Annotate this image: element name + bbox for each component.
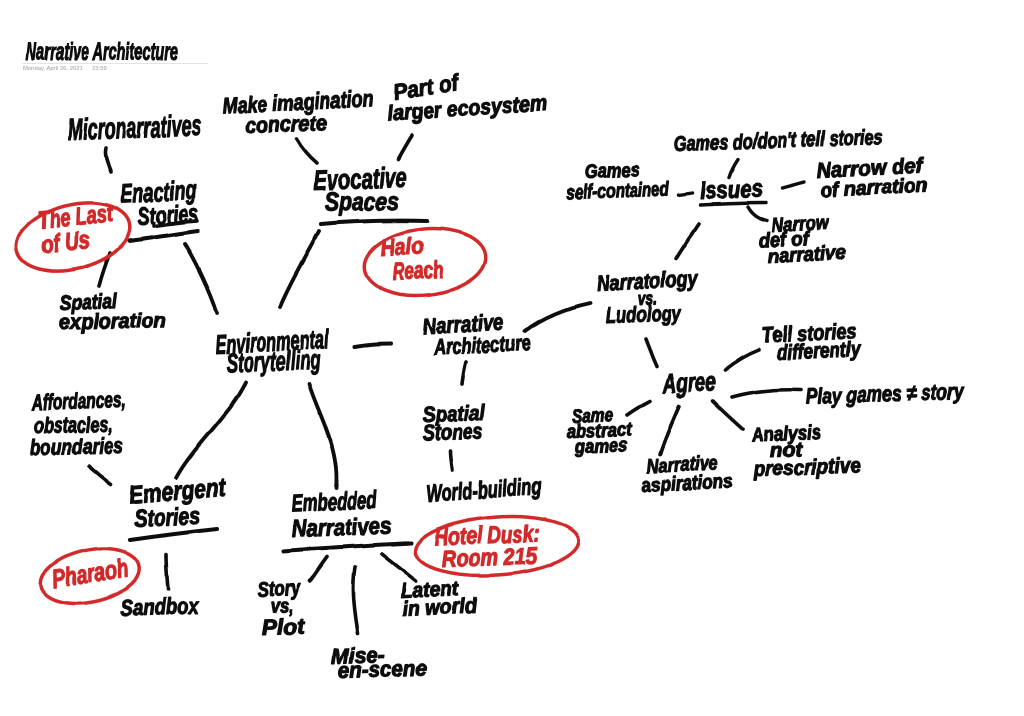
svg-text:Reach: Reach [392, 256, 444, 286]
svg-text:boundaries: boundaries [30, 433, 123, 460]
svg-text:Ludology: Ludology [605, 300, 682, 328]
svg-text:Narrative: Narrative [646, 452, 718, 478]
svg-text:Evocative: Evocative [313, 162, 407, 196]
svg-text:Spaces: Spaces [325, 186, 399, 216]
svg-text:vs.: vs. [637, 288, 657, 309]
svg-text:Story: Story [257, 577, 302, 602]
svg-text:Narrow def: Narrow def [816, 152, 926, 183]
svg-text:games: games [574, 435, 629, 458]
svg-text:Stones: Stones [423, 419, 483, 445]
svg-text:Hotel Dusk:: Hotel Dusk: [434, 520, 540, 551]
svg-text:Narratology: Narratology [596, 266, 700, 296]
svg-text:Spatial: Spatial [422, 400, 486, 427]
svg-text:self-contained: self-contained [566, 178, 669, 204]
svg-text:Monday, April 26, 2021: Monday, April 26, 2021 [23, 66, 83, 72]
svg-text:Sandbox: Sandbox [120, 592, 200, 621]
svg-text:Halo: Halo [380, 233, 424, 262]
svg-text:prescriptive: prescriptive [752, 454, 861, 481]
svg-text:Same: Same [572, 405, 613, 428]
svg-text:vs,: vs, [270, 595, 294, 618]
svg-text:Micronarratives: Micronarratives [67, 109, 202, 147]
svg-text:Storytelling: Storytelling [226, 345, 321, 378]
svg-text:Narrow: Narrow [771, 212, 830, 237]
svg-text:differently: differently [776, 338, 862, 365]
svg-text:Agree: Agree [661, 366, 716, 399]
svg-text:Narrative: Narrative [422, 308, 505, 340]
svg-text:Plot: Plot [261, 613, 307, 640]
svg-text:Architecture: Architecture [432, 330, 531, 360]
svg-text:abstract: abstract [566, 420, 632, 443]
svg-text:def of: def of [758, 228, 811, 252]
svg-text:Mise-: Mise- [330, 642, 385, 669]
svg-text:Latent: Latent [400, 577, 460, 603]
svg-text:Environmental: Environmental [215, 324, 330, 360]
svg-text:Stories: Stories [137, 200, 199, 231]
svg-text:Narrative Architecture: Narrative Architecture [26, 38, 178, 66]
svg-text:aspirations: aspirations [641, 470, 733, 497]
svg-text:Spatial: Spatial [59, 290, 118, 315]
svg-text:Room 215: Room 215 [441, 543, 537, 573]
svg-text:Enacting: Enacting [120, 175, 198, 209]
svg-text:Play games ≠ story: Play games ≠ story [805, 378, 965, 409]
svg-text:in world: in world [402, 594, 478, 621]
svg-text:not: not [769, 439, 803, 462]
svg-text:concrete: concrete [245, 110, 327, 138]
svg-text:23:59: 23:59 [92, 66, 107, 72]
svg-text:obstacles,: obstacles, [34, 412, 113, 438]
svg-text:en-scene: en-scene [337, 655, 427, 683]
svg-text:of Us: of Us [40, 226, 92, 259]
svg-text:Narratives: Narratives [291, 513, 392, 543]
svg-text:Stories: Stories [134, 503, 201, 533]
svg-text:Games: Games [584, 159, 640, 183]
svg-text:Analysis: Analysis [750, 421, 821, 447]
svg-text:Tell stories: Tell stories [761, 318, 857, 348]
svg-text:narrative: narrative [767, 242, 846, 268]
svg-text:exploration: exploration [59, 309, 166, 334]
svg-text:Affordances,: Affordances, [31, 387, 127, 415]
svg-text:Embedded: Embedded [291, 487, 378, 518]
svg-text:Issues: Issues [699, 175, 763, 205]
